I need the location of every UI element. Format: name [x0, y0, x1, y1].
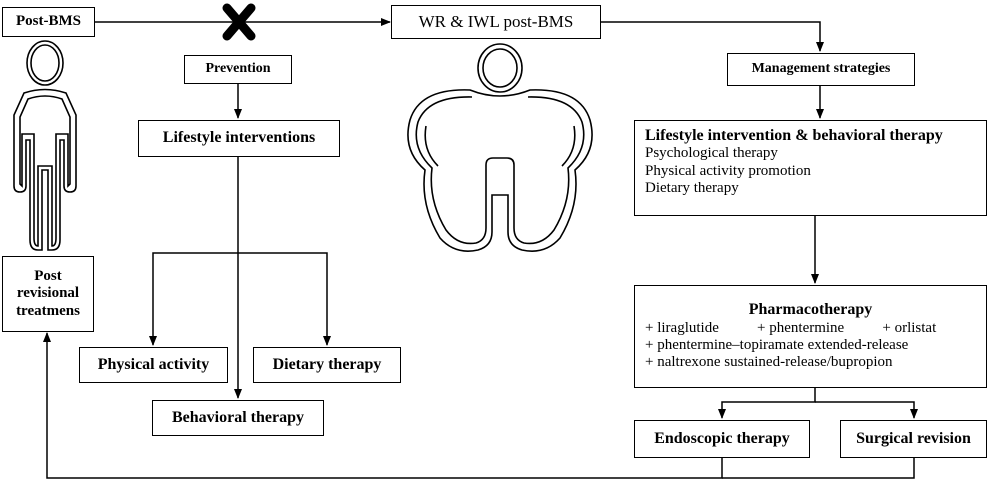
wr-iwl-label: WR & IWL post-BMS [418, 12, 574, 32]
arrow-pharmaco-branch [718, 388, 816, 419]
post-revisional-box: Post revisional treatmens [2, 256, 94, 332]
drug-liraglutide: + liraglutide [645, 319, 719, 336]
obese-person-icon [407, 43, 593, 252]
drug-naltrexone-bupropion: + naltrexone sustained-release/bupropion [645, 354, 893, 371]
pharmacotherapy-row-1: + liraglutide + phentermine + orlistat [645, 320, 936, 337]
drug-phentermine: + phentermine [757, 319, 845, 336]
lifestyle-behavioral-item: Dietary therapy [645, 179, 739, 196]
cross-mark-icon [222, 3, 256, 41]
arrow-return-loop [43, 332, 723, 479]
lifestyle-interventions-box: Lifestyle interventions [138, 120, 340, 157]
arrow-branch-physical [149, 252, 238, 346]
wr-iwl-box: WR & IWL post-BMS [391, 5, 601, 39]
arrow-branch-dietary [238, 252, 331, 346]
drug-phentermine-topiramate: + phentermine–topiramate extended-releas… [645, 337, 909, 354]
prevention-box: Prevention [184, 55, 292, 84]
surgical-revision-label: Surgical revision [856, 429, 971, 447]
physical-activity-label: Physical activity [97, 355, 210, 373]
lifestyle-behavioral-box: Lifestyle intervention & behavioral ther… [634, 120, 987, 216]
lifestyle-behavioral-item: Physical activity promotion [645, 162, 811, 179]
behavioral-therapy-box: Behavioral therapy [152, 400, 324, 436]
management-strategies-label: Management strategies [751, 61, 891, 77]
slim-person-icon [13, 40, 77, 251]
post-bms-label: Post-BMS [16, 13, 81, 30]
dietary-therapy-label: Dietary therapy [272, 355, 382, 373]
physical-activity-box: Physical activity [79, 347, 228, 383]
endoscopic-therapy-label: Endoscopic therapy [654, 429, 790, 447]
post-revisional-line-2: revisional [16, 285, 80, 302]
pharmacotherapy-box: Pharmacotherapy + liraglutide + phenterm… [634, 285, 987, 388]
arrow-wr-to-management [601, 21, 824, 52]
lifestyle-interventions-label: Lifestyle interventions [162, 129, 316, 147]
prevention-label: Prevention [205, 61, 271, 77]
post-revisional-line-3: treatmens [16, 302, 80, 319]
behavioral-therapy-label: Behavioral therapy [172, 408, 304, 426]
pharmacotherapy-title: Pharmacotherapy [748, 301, 873, 319]
post-revisional-line-1: Post [34, 268, 62, 285]
endoscopic-therapy-box: Endoscopic therapy [634, 420, 810, 458]
surgical-revision-box: Surgical revision [840, 420, 987, 458]
arrow-pharmaco-surgical [815, 401, 918, 419]
management-strategies-box: Management strategies [727, 53, 915, 86]
lifestyle-behavioral-item: Psychological therapy [645, 145, 778, 162]
post-bms-box: Post-BMS [2, 7, 95, 37]
lifestyle-behavioral-title: Lifestyle intervention & behavioral ther… [645, 127, 943, 144]
dietary-therapy-box: Dietary therapy [253, 347, 401, 383]
drug-orlistat: + orlistat [882, 319, 937, 336]
